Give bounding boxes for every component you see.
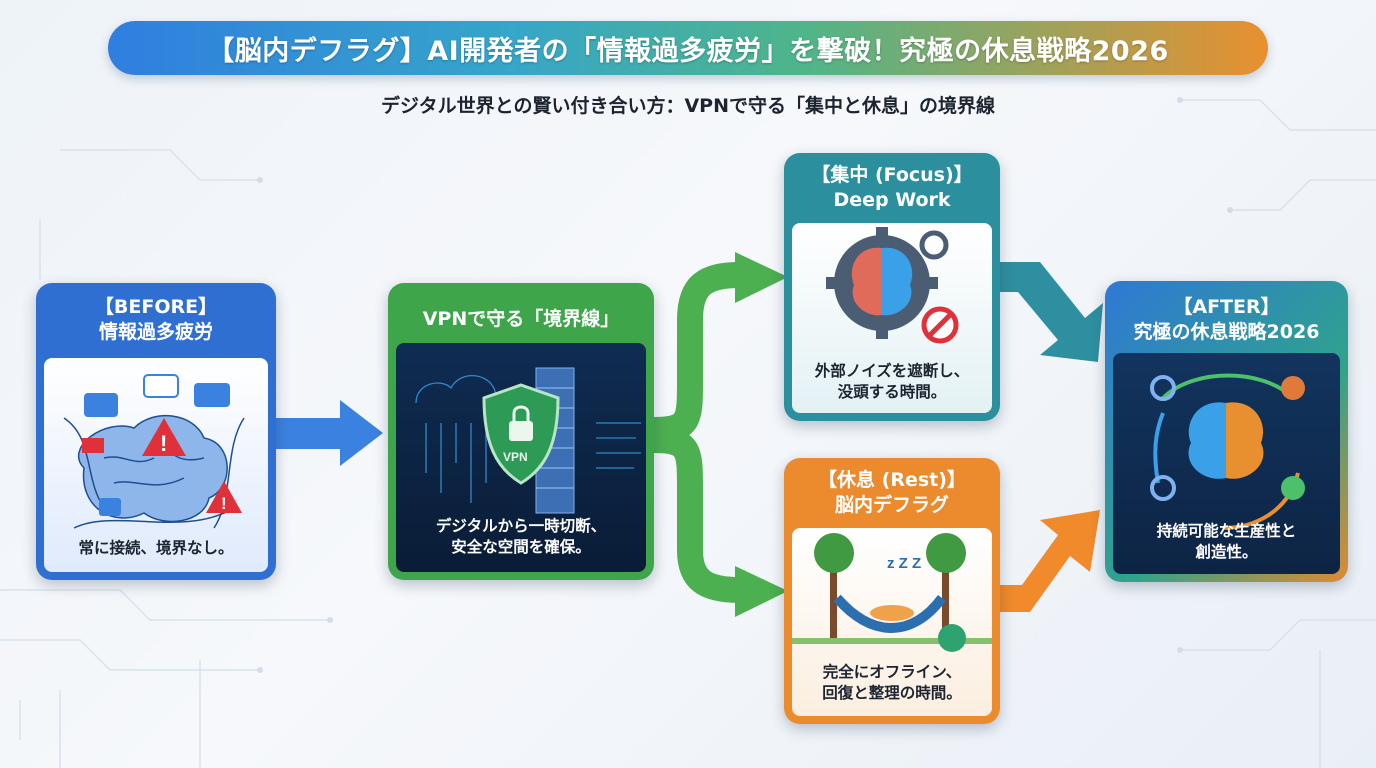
arrow-rest-to-after (1000, 510, 1100, 612)
after-illustration-panel (1113, 353, 1340, 574)
lock-icon (509, 421, 533, 441)
focus-caption-line1: 外部ノイズを遮断し、 (814, 362, 970, 380)
svg-text:!: ! (221, 494, 227, 513)
chat-bubble-icon-3 (194, 383, 230, 407)
overloaded-brain-icon: ! ! (63, 374, 245, 529)
tree-icon (814, 533, 854, 573)
vpn-card: VPNで守る「境界線」 VPN デジタルから一時切断、 安全な空間を確保。 (388, 283, 654, 580)
hammock-rest-icon: z Z Z (792, 533, 992, 652)
rest-card: 【休息 (Rest)】 脳内デフラグ z Z Z 完全にオフライン、 回復と整理… (784, 458, 1000, 724)
chat-bubble-icon (84, 393, 118, 417)
focus-card: 【集中 (Focus)】 Deep Work 外部ノイズを遮断し、 没頭する時間… (784, 153, 1000, 421)
before-card-header: 【BEFORE】 情報過多疲労 (36, 283, 276, 345)
page-subtitle: デジタル世界との賢い付き合い方：VPNで守る「集中と休息」の境界線 (381, 95, 995, 117)
svg-text:!: ! (160, 431, 167, 456)
tree-icon-2 (926, 533, 966, 573)
after-caption-line2: 創造性。 (1195, 543, 1258, 561)
after-card-header: 【AFTER】 究極の休息戦略2026 (1105, 281, 1348, 345)
focus-title: Deep Work (833, 189, 951, 211)
before-card: 【BEFORE】 情報過多疲労 ! ! 常に接続、境界なし。 (36, 283, 276, 580)
vpn-illustration-panel: VPN (396, 343, 646, 572)
focus-caption-line2: 没頭する時間。 (837, 383, 947, 401)
rest-caption-line1: 完全にオフライン、 (822, 663, 962, 681)
rest-title: 脳内デフラグ (834, 494, 949, 516)
arrow-focus-to-after (1000, 262, 1103, 362)
vpn-badge-text: VPN (503, 450, 528, 464)
before-label: 【BEFORE】 (94, 296, 218, 318)
warning-icon-2 (206, 481, 242, 513)
title-banner: 【脳内デフラグ】AI開発者の「情報過多疲労」を撃破！究極の休息戦略2026 (108, 21, 1268, 75)
after-title: 究極の休息戦略2026 (1133, 321, 1320, 343)
gear-icon-left-2 (1150, 475, 1176, 501)
gear-icon-left (1150, 375, 1176, 401)
after-caption-line1: 持続可能な生産性と (1156, 522, 1297, 540)
mail-icon (82, 438, 104, 453)
focus-illustration-panel (792, 223, 992, 413)
after-caption: 持続可能な生産性と 創造性。 (1105, 521, 1348, 563)
gear-icon (919, 230, 949, 260)
rest-caption-line2: 回復と整理の時間。 (822, 684, 962, 702)
focus-card-header: 【集中 (Focus)】 Deep Work (784, 153, 1000, 213)
sleep-zzz-text: z Z Z (887, 555, 921, 572)
page-title: 【脳内デフラグ】AI開発者の「情報過多疲労」を撃破！究極の休息戦略2026 (207, 35, 1169, 67)
after-card: 【AFTER】 究極の休息戦略2026 持続可能な生産性と 創造性。 (1105, 281, 1348, 582)
rest-label: 【休息 (Rest)】 (818, 469, 966, 491)
focus-brain-gear-icon (826, 227, 959, 344)
megaphone-icon (99, 498, 121, 516)
vpn-card-header: VPNで守る「境界線」 (422, 308, 620, 330)
plant-icon-2 (1281, 476, 1305, 500)
rest-card-header: 【休息 (Rest)】 脳内デフラグ (784, 458, 1000, 518)
chat-bubble-icon-2 (143, 374, 179, 398)
warning-icon (142, 418, 186, 456)
vpn-caption: デジタルから一時切断、 安全な空間を確保。 (388, 516, 654, 558)
after-label: 【AFTER】 (1173, 296, 1280, 318)
rest-caption: 完全にオフライン、 回復と整理の時間。 (784, 662, 1000, 704)
arrow-before-to-vpn (276, 400, 383, 466)
before-caption: 常に接続、境界なし。 (78, 539, 234, 557)
before-title: 情報過多疲労 (98, 321, 213, 343)
vpn-caption-line2: 安全な空間を確保。 (451, 538, 591, 556)
focus-label: 【集中 (Focus)】 (811, 164, 973, 186)
plant-icon (1281, 376, 1305, 400)
vpn-caption-line1: デジタルから一時切断、 (435, 517, 607, 535)
before-illustration-panel: ! ! (44, 358, 268, 572)
refresh-icon (938, 624, 966, 652)
balanced-brain-cycle-icon (1150, 373, 1305, 530)
arrow-vpn-branch (653, 262, 741, 443)
vpn-shield-firewall-icon: VPN (415, 367, 641, 514)
focus-caption: 外部ノイズを遮断し、 没頭する時間。 (784, 361, 1000, 403)
rest-illustration-panel: z Z Z (792, 528, 992, 716)
